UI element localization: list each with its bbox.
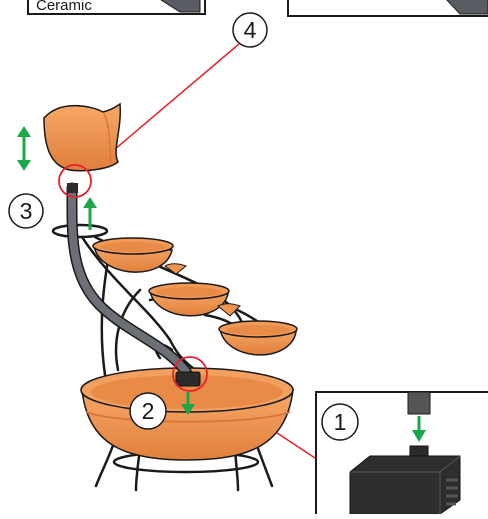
svg-text:4: 4 xyxy=(244,17,257,43)
top-vessel xyxy=(43,102,121,172)
pump xyxy=(175,371,201,387)
svg-text:2: 2 xyxy=(142,398,155,424)
water-hose xyxy=(66,182,194,381)
inset-caption: Ceramic xyxy=(36,0,92,14)
upper-bowl xyxy=(92,237,188,275)
step-badge-2: 2 xyxy=(129,392,167,430)
hose-nozzle xyxy=(67,183,78,193)
step-badge-4: 4 xyxy=(232,12,268,48)
middle-bowl xyxy=(148,282,241,317)
highlight-circle-top xyxy=(58,164,92,198)
highlight-circle-pump xyxy=(172,356,208,392)
top-right-inset xyxy=(287,0,488,17)
top-left-inset: Ceramic xyxy=(27,0,206,15)
lower-bowl xyxy=(218,320,298,356)
green-arrows xyxy=(17,126,195,415)
step-badge-1: 1 xyxy=(321,403,359,441)
step-badge-3: 3 xyxy=(8,193,44,229)
svg-text:3: 3 xyxy=(20,198,33,224)
svg-text:1: 1 xyxy=(334,409,347,435)
pump-detail-inset xyxy=(315,391,488,515)
